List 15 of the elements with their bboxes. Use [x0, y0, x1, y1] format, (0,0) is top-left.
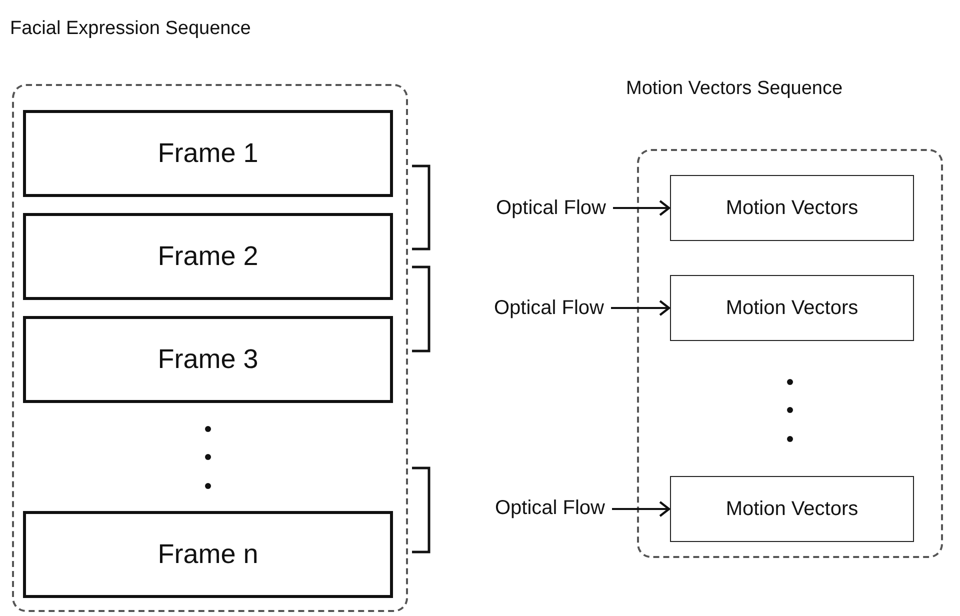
- frame-box: Frame 2: [23, 213, 393, 300]
- arrow: [612, 500, 670, 518]
- process-label: Optical Flow: [494, 496, 605, 520]
- motion-vectors-box: Motion Vectors: [670, 275, 914, 341]
- arrow: [613, 200, 670, 216]
- group-heading: Motion Vectors Sequence: [626, 78, 843, 100]
- motion-vectors-box: Motion Vectors: [670, 175, 914, 241]
- process-label: Optical Flow: [494, 296, 604, 320]
- frame-box: Frame 1: [23, 110, 393, 197]
- group-heading: Facial Expression Sequence: [10, 18, 251, 40]
- process-label: Optical Flow: [496, 196, 606, 220]
- frame-box: Frame 3: [23, 316, 393, 403]
- arrow: [611, 300, 670, 316]
- frame-box: Frame n: [23, 511, 393, 598]
- motion-vectors-box: Motion Vectors: [670, 476, 914, 542]
